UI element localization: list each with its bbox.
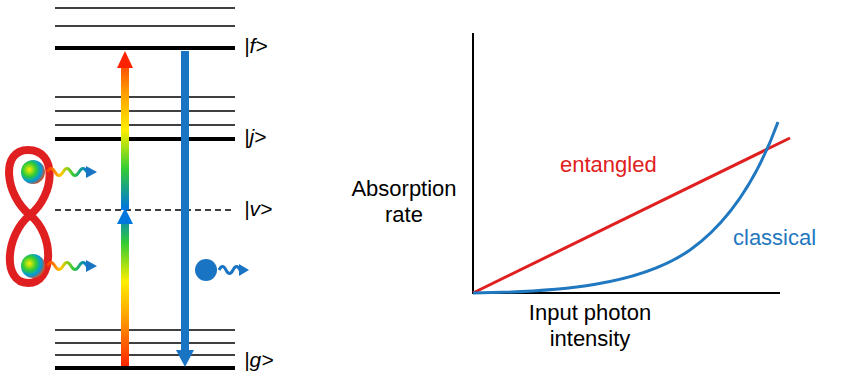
chart-axes <box>473 33 780 293</box>
series-label: classical <box>733 225 816 251</box>
series-label: entangled <box>560 152 657 178</box>
excitation-arrows <box>117 51 133 366</box>
level-label: |v> <box>244 196 272 222</box>
level-label: |g> <box>244 347 273 373</box>
axis-title: Absorption rate <box>340 176 468 228</box>
level-label: |f> <box>244 33 268 59</box>
classical-curve <box>473 122 778 293</box>
axis-title: Input photon intensity <box>495 300 685 352</box>
entangled-line <box>473 138 790 293</box>
level-label: |j> <box>244 124 266 150</box>
energy-levels <box>55 8 235 368</box>
emitted-photon <box>195 259 249 281</box>
entangled-photon-pair <box>9 150 97 283</box>
emission-arrow <box>176 51 194 367</box>
